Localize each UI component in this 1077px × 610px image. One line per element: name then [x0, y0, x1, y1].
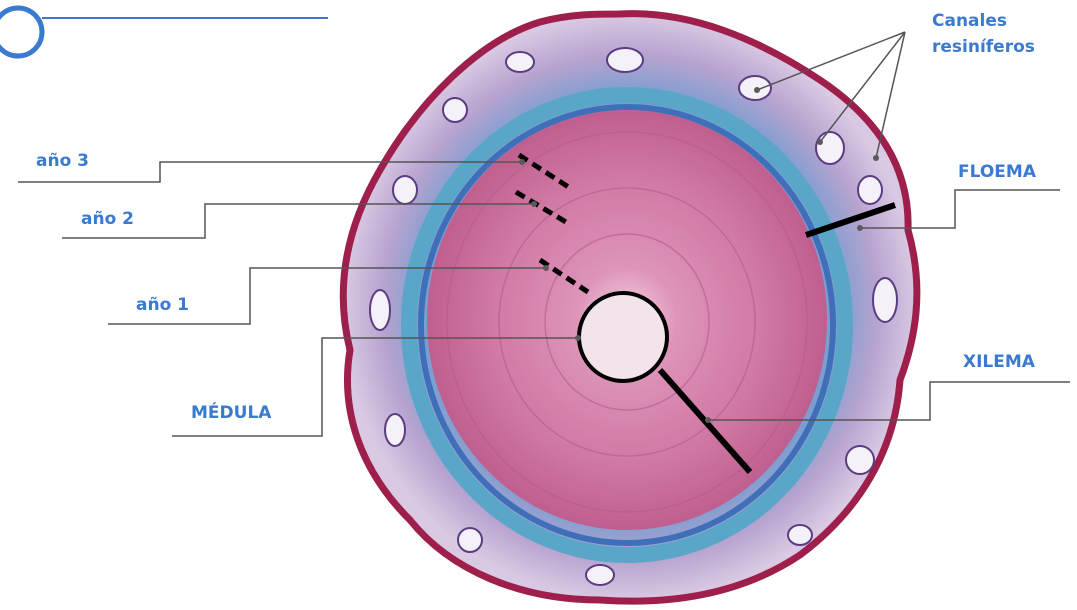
circle-outline-icon	[0, 8, 328, 56]
label-medula: MÉDULA	[191, 401, 272, 423]
label-ano3: año 3	[36, 151, 89, 171]
label-floema: FLOEMA	[958, 162, 1037, 182]
stem-section	[343, 14, 917, 602]
label-canales-line1: Canales	[932, 11, 1007, 31]
label-xilema: XILEMA	[963, 352, 1036, 372]
label-canales-line2: resiníferos	[932, 37, 1035, 57]
label-ano1: año 1	[136, 295, 189, 315]
label-ano2: año 2	[81, 209, 134, 229]
